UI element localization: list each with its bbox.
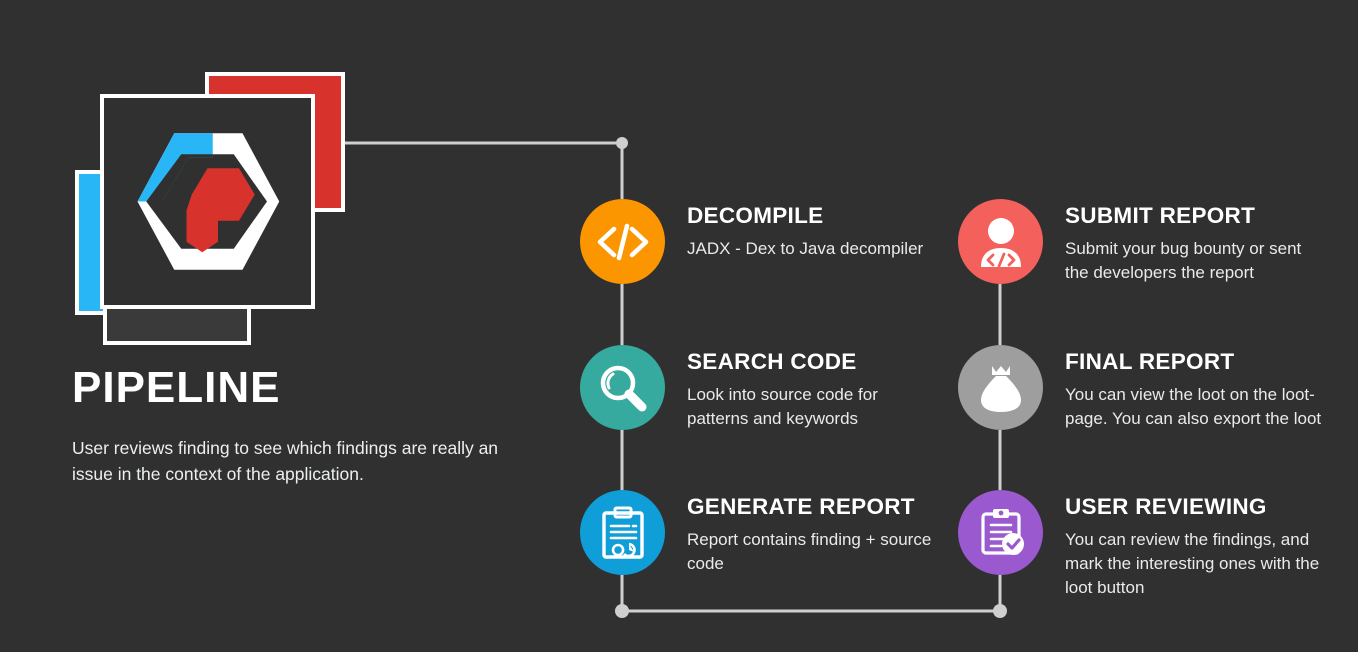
submit-report-text: SUBMIT REPORT Submit your bug bounty or …: [1065, 199, 1323, 285]
connector-node-bottom-right: [993, 604, 1007, 618]
pipeline-step-user-reviewing[interactable]: USER REVIEWING You can review the findin…: [958, 490, 1323, 600]
code-brackets-icon: [597, 223, 648, 260]
magnifier-icon: [600, 365, 646, 411]
generate-report-bubble[interactable]: [580, 490, 665, 575]
decompile-description: JADX - Dex to Java decompiler: [687, 238, 924, 258]
submit-report-bubble[interactable]: [958, 199, 1043, 284]
pipeline-step-final-report[interactable]: FINAL REPORT You can view the loot on th…: [958, 345, 1323, 431]
final-report-description: You can view the loot on the loot-page. …: [1065, 384, 1322, 428]
pipeline-step-submit-report[interactable]: SUBMIT REPORT Submit your bug bounty or …: [958, 199, 1323, 285]
developer-person-icon: [980, 217, 1021, 267]
hex-inner-red: [186, 168, 255, 253]
hex-ring-white: [137, 133, 280, 270]
decompile-bubble[interactable]: [580, 199, 665, 284]
user-reviewing-title: USER REVIEWING: [1065, 494, 1267, 519]
final-report-text: FINAL REPORT You can view the loot on th…: [1065, 345, 1323, 431]
generate-report-description: Report contains finding + source code: [687, 529, 932, 573]
search-code-bubble[interactable]: [580, 345, 665, 430]
hexagon-logo-svg: [137, 133, 280, 270]
decompile-text: DECOMPILE JADX - Dex to Java decompiler: [687, 199, 923, 261]
submit-report-title: SUBMIT REPORT: [1065, 203, 1256, 228]
search-code-description: Look into source code for patterns and k…: [687, 384, 878, 428]
connector-bottom-bridge: [620, 575, 1002, 613]
clipboard-check-icon: [980, 508, 1024, 555]
user-reviewing-bubble[interactable]: [958, 490, 1043, 575]
final-report-bubble[interactable]: [958, 345, 1043, 430]
search-code-title: SEARCH CODE: [687, 349, 857, 374]
page-description: User reviews finding to see which findin…: [72, 438, 499, 484]
pipeline-step-generate-report[interactable]: GENERATE REPORT Report contains finding …: [580, 490, 937, 576]
user-reviewing-text: USER REVIEWING You can review the findin…: [1065, 490, 1323, 600]
search-code-text: SEARCH CODE Look into source code for pa…: [687, 345, 937, 431]
title-block: PIPELINE User reviews finding to see whi…: [72, 366, 542, 488]
connector-logo-to-decompile: [345, 141, 624, 199]
money-bag-icon: [980, 365, 1021, 412]
hex-arm-notch: [146, 154, 213, 202]
generate-report-title: GENERATE REPORT: [687, 494, 915, 519]
app-logo: [75, 72, 355, 352]
final-report-title: FINAL REPORT: [1065, 349, 1235, 374]
pipeline-step-decompile[interactable]: DECOMPILE JADX - Dex to Java decompiler: [580, 199, 923, 284]
pipeline-step-search-code[interactable]: SEARCH CODE Look into source code for pa…: [580, 345, 937, 431]
submit-report-description: Submit your bug bounty or sent the devel…: [1065, 238, 1302, 282]
generate-report-text: GENERATE REPORT Report contains finding …: [687, 490, 937, 576]
user-reviewing-description: You can review the findings, and mark th…: [1065, 529, 1320, 597]
clipboard-chart-icon: [601, 506, 644, 559]
page-title: PIPELINE: [72, 363, 281, 412]
logo-hexagon-mark: [100, 94, 315, 309]
decompile-title: DECOMPILE: [687, 203, 824, 228]
connector-node-bottom-left: [615, 604, 629, 618]
connector-node-top: [616, 137, 628, 149]
